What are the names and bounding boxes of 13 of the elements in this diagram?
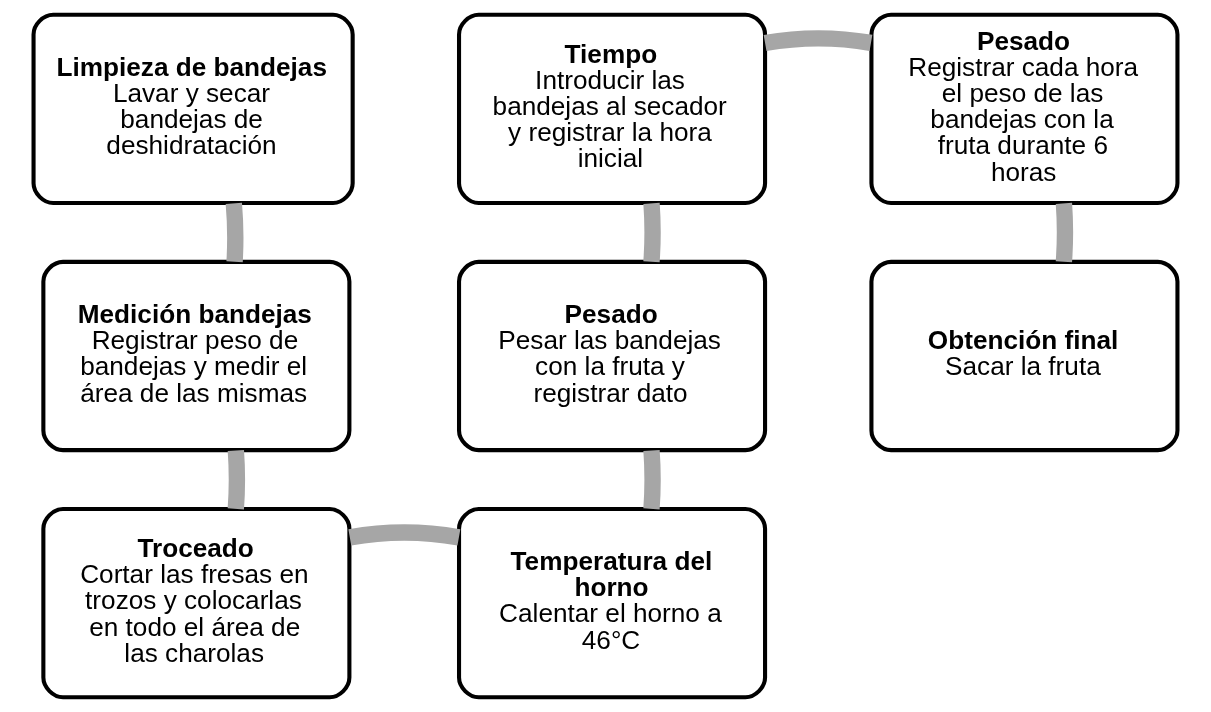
node-box: Limpieza de bandejas Lavar y secar bandejas de deshidratación [31,12,355,206]
node-box: Pesado Registrar cada hora el peso de las bandejas con la fruta durante 6 horas [869,12,1180,206]
connector [643,202,661,263]
node-box: Troceado Cortar las fresas en trozos y colocarlas en todo el área de las charolas [41,506,352,700]
node-box: Temperatura del horno Calentar el horno a 46°C [457,506,768,700]
connector [763,30,873,52]
node-box: Tiempo Introducir las bandejas al secador y registrar la hora inicial [457,12,768,206]
node-box: Pesado Pesar las bandejas con la fruta y registrar dato [457,259,768,453]
node-box: Obtención final Sacar la fruta [869,259,1180,453]
connector [225,202,244,263]
node-box: Medición bandejas Registrar peso de bandejas y medir el área de las mismas [41,259,352,453]
connector [348,524,461,546]
connector [1055,202,1074,263]
